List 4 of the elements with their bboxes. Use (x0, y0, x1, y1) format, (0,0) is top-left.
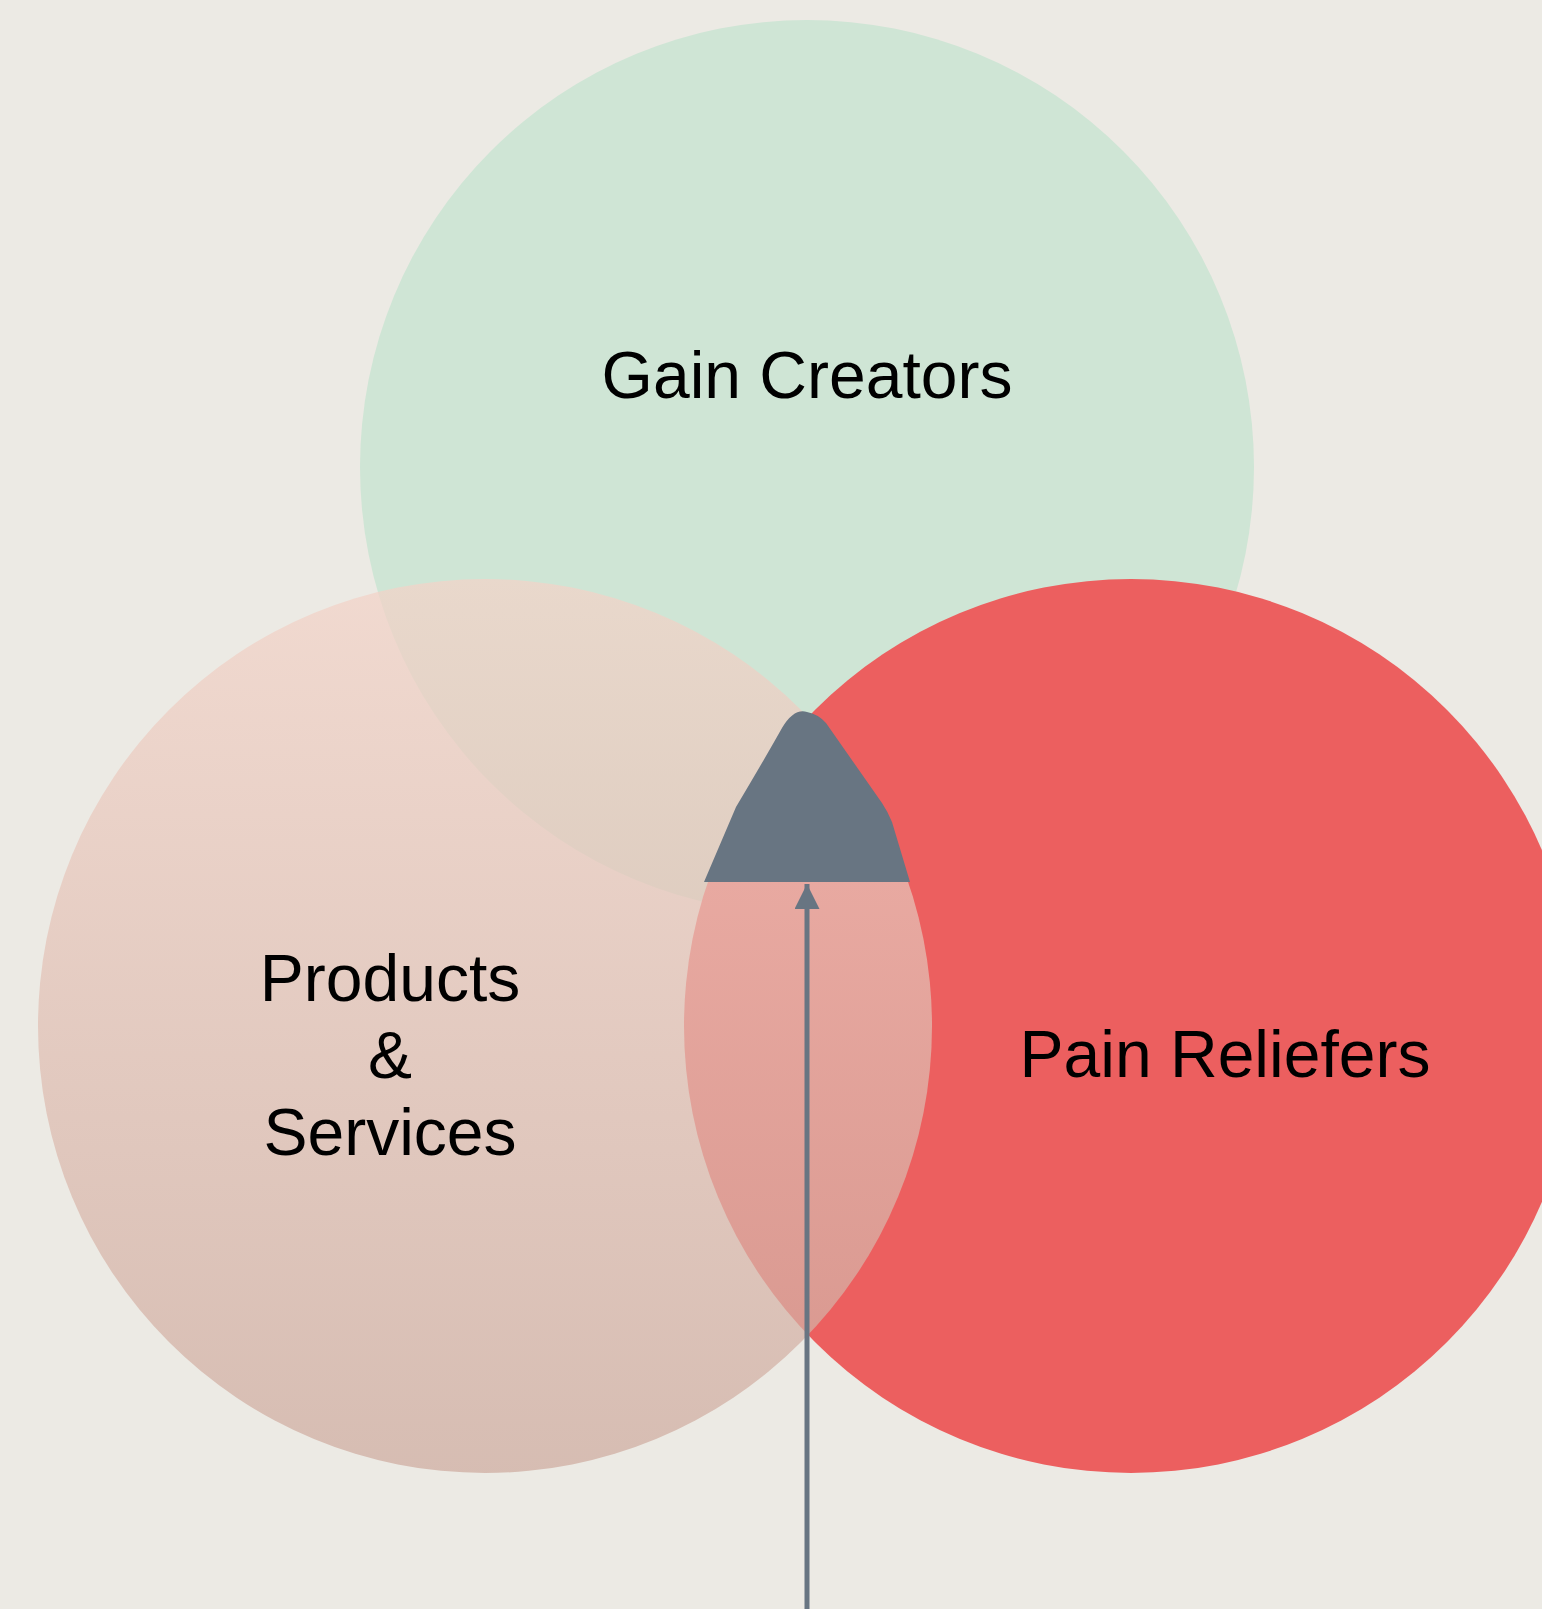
circle-label: Products & Services (258, 939, 522, 1171)
circle-label: Gain Creators (601, 336, 1013, 414)
circle-label: Pain Reliefers (1019, 1015, 1431, 1093)
arrow (794, 884, 820, 1609)
